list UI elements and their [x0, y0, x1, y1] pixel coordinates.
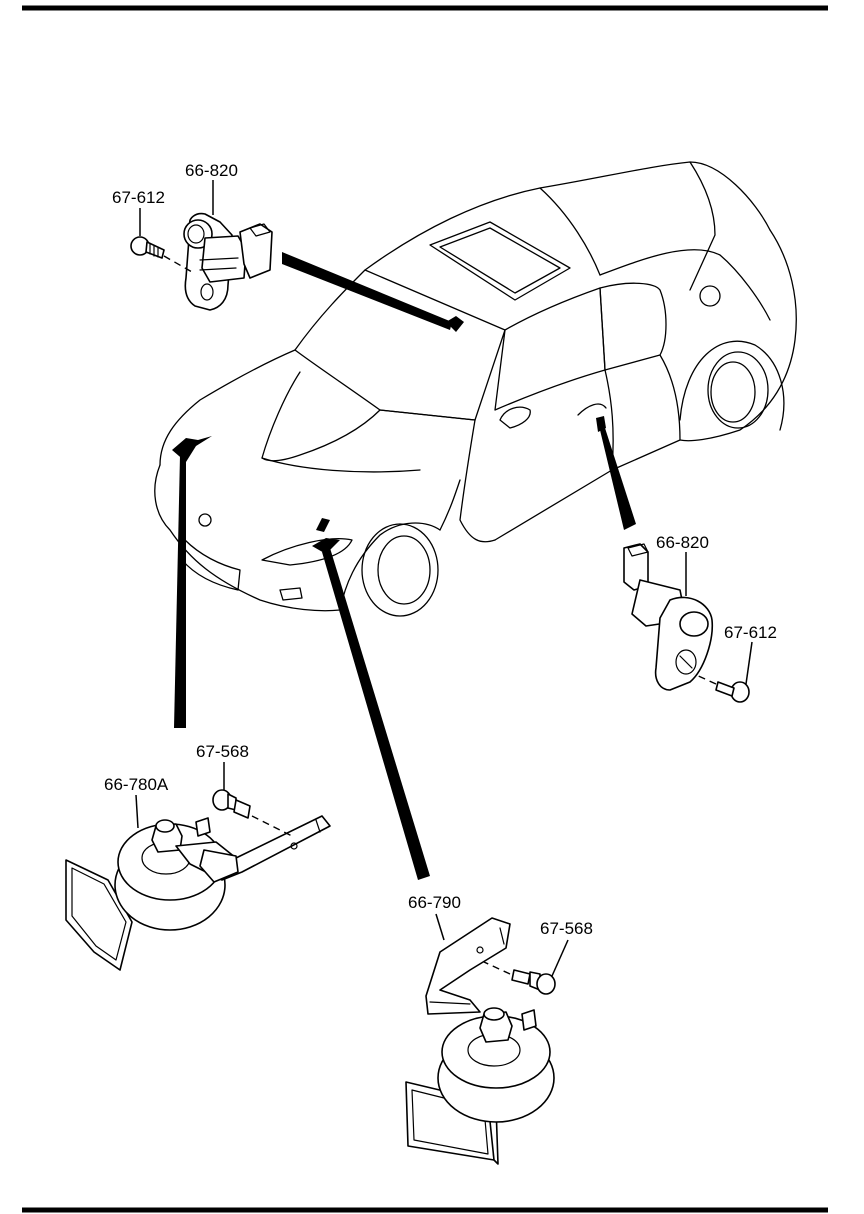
- screw-right: [715, 681, 750, 703]
- label-screw-upper: 67-612: [112, 188, 165, 207]
- callout-wedge-right-horn: [322, 548, 430, 880]
- door-switch-upper: [183, 212, 273, 311]
- bolt-right-guide: [483, 961, 511, 975]
- label-door-switch-upper: 66-820: [185, 161, 238, 180]
- label-door-switch-right: 66-820: [656, 533, 709, 552]
- label-horn-left: 66-780A: [104, 775, 169, 794]
- horn-right: [405, 1007, 555, 1165]
- label-bolt-right-horn: 67-568: [540, 919, 593, 938]
- bolt-right-horn: [511, 969, 556, 995]
- screw-upper-guide: [163, 255, 193, 273]
- label-bracket-right-horn: 66-790: [408, 893, 461, 912]
- door-switch-right: [623, 543, 714, 691]
- callout-wedge-right-switch: [600, 428, 636, 530]
- screw-upper: [130, 236, 165, 259]
- screw-right-guide: [693, 673, 717, 685]
- label-screw-right: 67-612: [724, 623, 777, 642]
- bolt-left-horn: [212, 789, 251, 819]
- label-bolt-left-horn: 67-568: [196, 742, 249, 761]
- callout-wedge-upper-switch: [282, 252, 452, 330]
- bolt-left-guide: [251, 815, 293, 837]
- bracket-right-horn: [425, 917, 511, 1015]
- vehicle-illustration: [154, 161, 797, 617]
- horn-left: [65, 815, 331, 971]
- callout-wedge-left-horn: [174, 455, 186, 728]
